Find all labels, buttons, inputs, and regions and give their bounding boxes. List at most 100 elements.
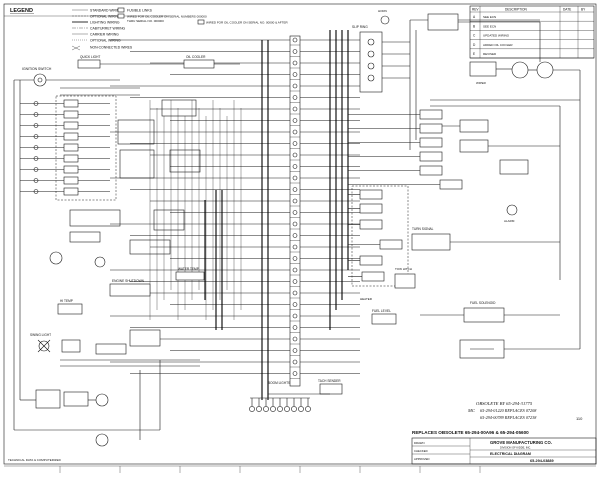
lamp-icon [284, 406, 290, 412]
terminal-point [292, 210, 298, 215]
legend-note: WIRED FOR OIL COOLER ON SERIAL NO. 00000… [206, 21, 288, 25]
rev-letter: B [473, 24, 475, 28]
right-devices [348, 109, 560, 287]
light-icon [38, 340, 50, 352]
sheet-number: 110 [576, 416, 583, 421]
fuse-icon [33, 156, 39, 161]
handwritten-note: OBSOLETE BY 65-294-31775 [476, 401, 533, 406]
fuse-icon [33, 123, 39, 128]
terminal-point [292, 359, 298, 365]
wiper-label: WIPER [476, 81, 487, 85]
switch-box [359, 189, 383, 200]
quick-light-label: QUICK LIGHT [80, 55, 100, 59]
rev-header: BY [581, 8, 586, 12]
cab-panel-outline [351, 185, 409, 287]
lamp-icon [270, 406, 276, 412]
terminal-point [292, 313, 298, 319]
terminal-point [292, 221, 298, 227]
bottom-left-note: TECHNICAL DATA & COMPUTERIZED [8, 458, 62, 462]
alarm-icon [506, 204, 518, 216]
lamp-icon [305, 406, 311, 412]
ignition-switch-icon [33, 73, 47, 87]
legend-item: OPTIONAL WIRING [90, 39, 121, 43]
lamp-row [249, 397, 311, 412]
terminal-point [292, 279, 298, 284]
ignition-switch-label: IGNITION SWITCH [22, 67, 52, 71]
rev-description: UPDATED WIRING [483, 34, 510, 38]
terminal-point [292, 198, 298, 204]
relay-stack [20, 95, 201, 268]
switch-box [379, 239, 403, 250]
terminal-point [292, 187, 298, 192]
legend-item: NON-CONNECTED WIRES [90, 46, 133, 50]
fuse-icon [33, 167, 39, 172]
relay-box [63, 154, 79, 163]
lamp-icon [291, 406, 297, 412]
terminal-point [292, 325, 298, 330]
border-ticks [59, 466, 481, 473]
drawing-title: ELECTRICAL DIAGRAM [490, 452, 531, 456]
company-division: DIVISION OF KIDDE, INC. [500, 446, 531, 450]
relay-box [63, 165, 79, 174]
drawing-number: 65-294-03889 [530, 459, 554, 463]
switch-box [361, 271, 385, 282]
switch-box [419, 137, 443, 148]
rev-letter: E [473, 52, 475, 56]
lamp-icon [249, 406, 255, 412]
terminal-point [292, 95, 298, 100]
lamp-icon [277, 406, 283, 412]
slip-ring-label: SLIP RING [352, 25, 368, 29]
rev-header: DATE [563, 8, 571, 12]
switch-box [419, 165, 443, 176]
relay-box [63, 176, 79, 185]
switch-box [419, 151, 443, 162]
control-module [119, 149, 155, 179]
tow-hitch-label: TOW HITCH [395, 267, 412, 271]
terminal-point [292, 37, 298, 43]
terminal-point [292, 175, 298, 181]
fuse-icon [33, 178, 39, 183]
switch-box [359, 219, 383, 230]
terminal-point [292, 348, 298, 353]
switch-box [419, 109, 443, 120]
title-block: DRAWN CHECKED APPROVED GROVE MANUFACTURI… [411, 437, 597, 465]
handwritten-note: 65-294-01220 REPLACES 07208 [480, 408, 537, 413]
terminal-point [292, 371, 298, 376]
rev-description: ADDED OIL COOLER [483, 43, 513, 47]
control-module [153, 209, 185, 231]
horn-icon [380, 15, 390, 25]
sheet-border [3, 3, 597, 465]
fuse-icon [33, 189, 39, 194]
terminal-point [292, 141, 298, 146]
legend-item: CARRIER WIRING [90, 33, 119, 37]
switch-box [419, 123, 443, 134]
horn-label: HORN [378, 9, 387, 13]
oil-cooler-label: OIL COOLER [186, 55, 206, 59]
legend: LEGEND STANDARD WIRING OPTIONAL WIRING L… [4, 7, 288, 51]
relay-panel-outline [55, 95, 117, 201]
terminal-point [292, 72, 298, 77]
switch-box [359, 203, 383, 214]
heater-label: HEATER [360, 297, 373, 301]
fuel-solenoid-label: FUEL SOLENOID [470, 301, 496, 305]
legend-item: LIGHTING WIRING [90, 21, 120, 25]
fuse-icon [33, 134, 39, 139]
lamp-icon [298, 406, 304, 412]
title-approved: APPROVED [414, 457, 430, 461]
marker-note: MC [467, 408, 476, 413]
right-middle: ALARM TURN SIGNAL TOW HITCH FUEL SOLENOI… [394, 204, 581, 359]
terminal-point [292, 233, 298, 238]
terminal-point [292, 256, 298, 261]
company-name: GROVE MANUFACTURING CO. [490, 440, 552, 445]
turn-signal-label: TURN SIGNAL [412, 227, 434, 231]
tach-sender-label: TACH SENDER [318, 379, 341, 383]
terminal-point [292, 267, 298, 273]
rev-description: REVISED [483, 52, 497, 56]
terminal-point [292, 336, 298, 342]
alarm-label: ALARM [504, 219, 515, 223]
hi-temp-label: HI TEMP [60, 299, 73, 303]
title-checked: CHECKED [414, 449, 428, 453]
switch-box [459, 119, 489, 133]
